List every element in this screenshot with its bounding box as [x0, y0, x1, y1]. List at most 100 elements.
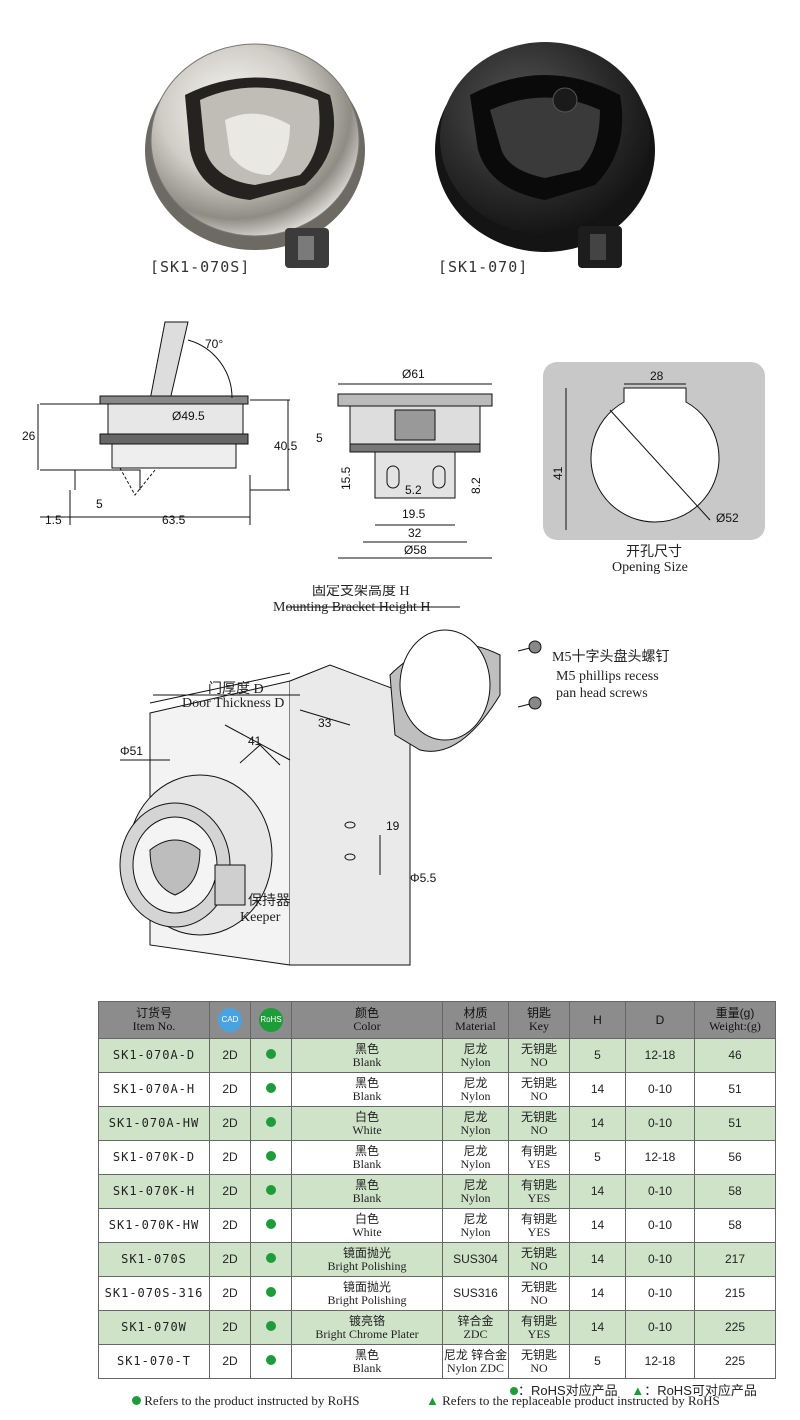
front-dim-155: 15.5: [339, 466, 353, 490]
cad-cell: 2D: [209, 1174, 251, 1209]
d-cell: 12-18: [625, 1344, 695, 1379]
door-label-en: Door Thickness D: [182, 696, 284, 711]
h-cell: 14: [569, 1242, 626, 1277]
opening-width: 28: [650, 369, 664, 383]
rohs-cell: [250, 1310, 292, 1345]
rohs-cell: [250, 1208, 292, 1243]
rohs-dot-icon: [266, 1321, 276, 1331]
side-angle-label: 70°: [205, 337, 223, 351]
h-cell: 5: [569, 1140, 626, 1175]
side-dim-5: 5: [96, 497, 103, 511]
h-cell: 14: [569, 1106, 626, 1141]
side-dim-635: 63.5: [162, 513, 186, 527]
keeper-label-cn: 保持器: [248, 893, 290, 909]
item-cell: SK1-070S-316: [98, 1276, 210, 1311]
assembly-dim-33: 33: [318, 716, 332, 730]
item-cell: SK1-070K-HW: [98, 1208, 210, 1243]
w-cell: 58: [694, 1174, 776, 1209]
rohs-dot-icon: [266, 1151, 276, 1161]
triangle-icon: ▲: [426, 1393, 439, 1408]
side-view-drawing: [37, 321, 290, 525]
assembly-dim-51: Φ51: [120, 744, 143, 758]
caption-sk1-070: [SK1-070]: [438, 258, 529, 276]
d-cell: 12-18: [625, 1140, 695, 1175]
header-h: H: [569, 1001, 626, 1039]
front-view-drawing: [337, 383, 493, 559]
rohs-dot-icon: [266, 1049, 276, 1059]
caption-sk1-070s: [SK1-070S]: [150, 258, 251, 276]
header-rohs: RoHS: [250, 1001, 292, 1039]
h-cell: 14: [569, 1174, 626, 1209]
h-cell: 5: [569, 1344, 626, 1379]
header-d: D: [625, 1001, 695, 1039]
w-cell: 46: [694, 1038, 776, 1073]
door-label-cn: 门厚度 D: [208, 681, 264, 697]
item-cell: SK1-070A-HW: [98, 1106, 210, 1141]
d-cell: 0-10: [625, 1072, 695, 1107]
header-weight: 重量(g)Weight:(g): [694, 1001, 776, 1039]
mat-cell: SUS316: [442, 1276, 509, 1311]
rohs-dot-icon: [510, 1387, 518, 1395]
d-cell: 0-10: [625, 1208, 695, 1243]
rohs-cell: [250, 1242, 292, 1277]
front-dim-5: 5: [316, 431, 323, 445]
cad-cell: 2D: [209, 1038, 251, 1073]
front-dim-82: 8.2: [469, 477, 483, 494]
photo-sk1-070s: [145, 43, 365, 268]
rohs-dot-icon: [132, 1396, 141, 1405]
w-cell: 56: [694, 1140, 776, 1175]
d-cell: 0-10: [625, 1106, 695, 1141]
rohs-dot-icon: [266, 1185, 276, 1195]
mat-cell: SUS304: [442, 1242, 509, 1277]
rohs-cell: [250, 1344, 292, 1379]
rohs-dot-icon: [266, 1253, 276, 1263]
bracket-label-en: Mounting Bracket Height H: [273, 600, 430, 615]
rohs-icon: RoHS: [259, 1008, 283, 1032]
screw-label-cn: M5十字头盘头螺钉: [552, 648, 669, 665]
cad-cell: 2D: [209, 1140, 251, 1175]
opening-title-en: Opening Size: [612, 560, 688, 575]
photo-sk1-070: [435, 42, 655, 268]
d-cell: 12-18: [625, 1038, 695, 1073]
side-dim-15: 1.5: [45, 513, 62, 527]
rohs-dot-icon: [266, 1117, 276, 1127]
d-cell: 0-10: [625, 1174, 695, 1209]
front-dim-52: 5.2: [405, 483, 422, 497]
opening-cutout: [590, 387, 720, 523]
triangle-icon: ▲: [631, 1383, 645, 1398]
front-bottom-dia: Ø58: [404, 543, 427, 557]
h-cell: 5: [569, 1038, 626, 1073]
cad-cell: 2D: [209, 1242, 251, 1277]
rohs-cell: [250, 1140, 292, 1175]
front-dim-195: 19.5: [402, 507, 426, 521]
screw-label-en1: M5 phillips recess: [556, 669, 659, 684]
cad-icon: CAD: [218, 1008, 242, 1032]
keeper-label-en: Keeper: [240, 910, 281, 925]
rohs-dot-icon: [266, 1219, 276, 1229]
item-cell: SK1-070A-H: [98, 1072, 210, 1107]
